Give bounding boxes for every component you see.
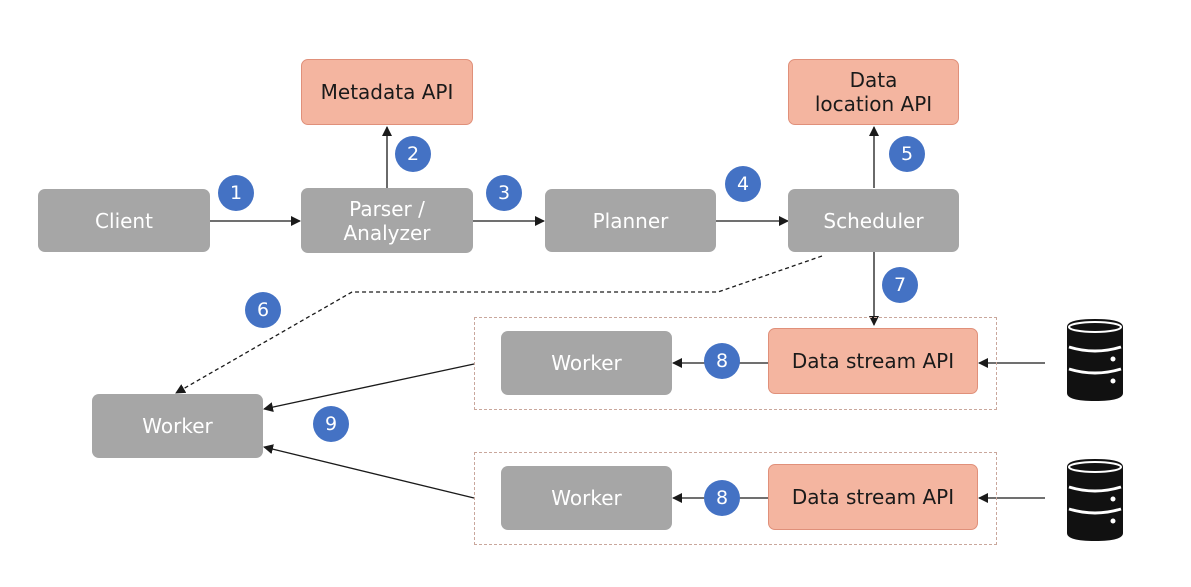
step-badge-7: 7 (882, 267, 918, 303)
worker-main-node: Worker (92, 394, 263, 458)
dashed-arrow-scheduler-to-worker (175, 255, 823, 394)
data-stream-api-top-node: Data stream API (768, 328, 978, 394)
step-badge-9: 9 (313, 406, 349, 442)
database-icon (1067, 459, 1123, 541)
step-badge-1: 1 (218, 175, 254, 211)
step-badge-8-bottom: 8 (704, 480, 740, 516)
data-location-api-node: Data location API (788, 59, 959, 125)
step-badge-5: 5 (889, 136, 925, 172)
stream-group-bottom (474, 452, 997, 545)
data-stream-api-bottom-node: Data stream API (768, 464, 978, 530)
step-badge-4: 4 (725, 166, 761, 202)
parser-analyzer-node: Parser / Analyzer (301, 188, 473, 253)
metadata-api-node: Metadata API (301, 59, 473, 125)
planner-node: Planner (545, 189, 716, 252)
scheduler-node: Scheduler (788, 189, 959, 252)
arrow-group-bottom-to-worker (263, 444, 475, 499)
step-badge-3: 3 (486, 175, 522, 211)
arrow-group-top-to-worker (263, 363, 475, 413)
stream-group-top (474, 317, 997, 410)
step-badge-6: 6 (245, 292, 281, 328)
client-node: Client (38, 189, 210, 252)
step-badge-2: 2 (395, 136, 431, 172)
database-icon (1067, 319, 1123, 401)
worker-top-node: Worker (501, 331, 672, 395)
step-badge-8-top: 8 (704, 343, 740, 379)
worker-bottom-node: Worker (501, 466, 672, 530)
